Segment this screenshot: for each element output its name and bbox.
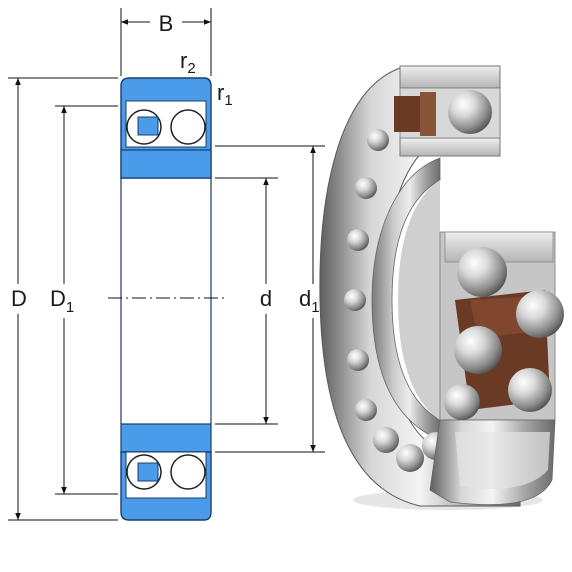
bearing-ball — [508, 368, 552, 412]
section-cage — [137, 462, 159, 482]
outer-ring-diameter-label: D1 — [50, 286, 74, 316]
bearing-ball — [444, 384, 480, 420]
bearing-ball — [457, 247, 507, 297]
cross-section-drawing: B r2 r1 D D1 d d1 — [6, 8, 336, 521]
bearing-render — [319, 65, 564, 510]
outer-ring-face — [399, 65, 501, 89]
bearing-ball — [448, 90, 492, 134]
section-ball-right — [170, 454, 206, 490]
radius-outer-label: r2 — [180, 48, 196, 77]
width-label: B — [159, 11, 174, 36]
outer-diameter-label: D — [11, 286, 27, 311]
top-ring-section — [120, 77, 212, 179]
bearing-ball — [454, 326, 502, 374]
bearing-ball — [516, 290, 564, 338]
section-ball-right — [170, 109, 206, 145]
top-cutaway — [394, 87, 501, 139]
right-cutaway — [439, 231, 564, 421]
bore-diameter-label: d — [260, 286, 272, 311]
inner-ring-diameter-label: d1 — [299, 286, 320, 316]
bottom-ring-section — [120, 423, 212, 521]
radius-inner-label: r1 — [217, 80, 233, 109]
section-cage — [137, 116, 159, 136]
